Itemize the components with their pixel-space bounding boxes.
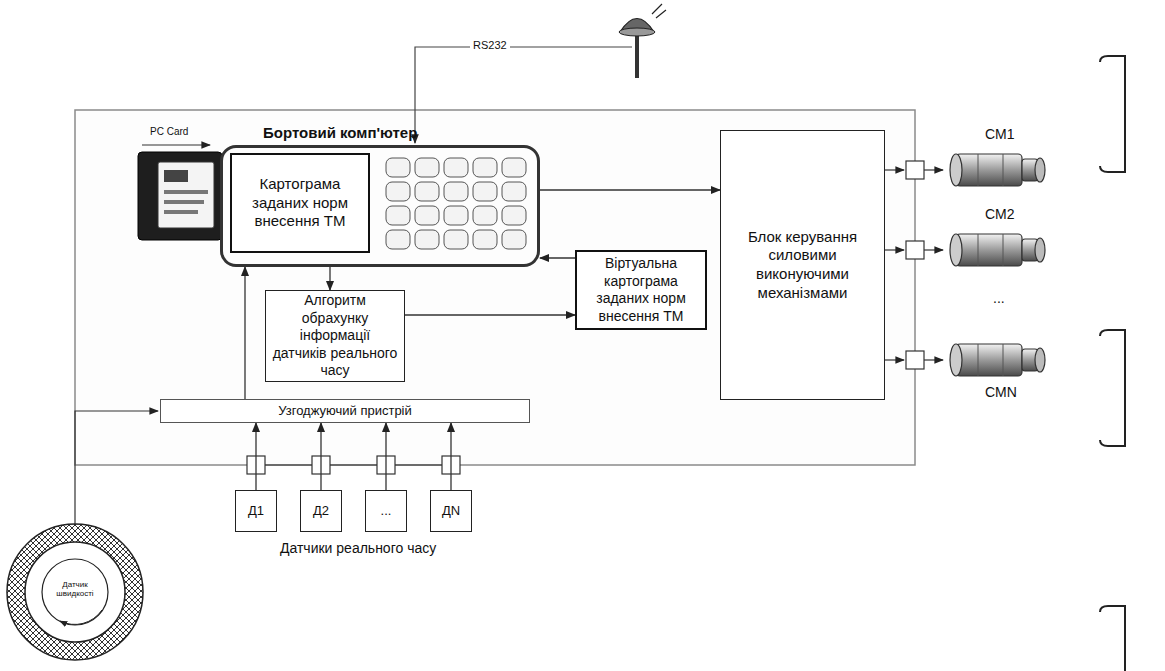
box-label: ... <box>381 503 392 519</box>
speed-sensor-wheel <box>7 524 143 660</box>
connector-arrow <box>405 314 575 315</box>
grid-cell <box>473 230 497 249</box>
grid-cell <box>444 158 468 177</box>
connector-arrow <box>320 423 321 490</box>
computer-cell-grid <box>386 158 526 249</box>
box-title: Бортовий комп'ютер <box>263 124 417 143</box>
grid-cell <box>415 158 439 177</box>
grid-cell <box>386 206 410 225</box>
map-box: Картограма заданих норм внесення ТМ <box>230 153 370 253</box>
actuator-label: CM1 <box>985 126 1015 142</box>
actuator-cmn <box>950 344 1045 376</box>
housing-frame <box>75 110 915 465</box>
actuator-cm1 <box>950 154 1045 186</box>
connector-arrow <box>244 267 245 399</box>
actuator-wires <box>885 161 943 369</box>
grid-cell <box>473 206 497 225</box>
grid-cell <box>444 182 468 201</box>
computer-box: Бортовий комп'ютерКартограма заданих нор… <box>220 145 540 267</box>
box-label: Узгоджуючий пристрій <box>278 403 412 419</box>
interface-squares <box>247 456 460 474</box>
control-unit-box: Блок керування силовими виконуючими меха… <box>720 130 885 400</box>
box-label: Картограма заданих норм внесення ТМ <box>238 175 362 231</box>
grid-cell <box>473 158 497 177</box>
sensor-box: ДN <box>430 490 472 532</box>
side-brackets <box>1100 56 1125 671</box>
sensor-box: ... <box>365 490 407 532</box>
sensor-label: Датчик швидкості <box>47 581 103 599</box>
box-label: Віртуальна картограма заданих норм внесе… <box>583 255 699 325</box>
box-label: ДN <box>442 503 460 519</box>
grid-cell <box>502 206 526 225</box>
sensor-box: Д2 <box>300 490 342 532</box>
grid-cell <box>386 230 410 249</box>
actuator-cm2 <box>950 234 1045 266</box>
actuator-label: CM2 <box>985 206 1015 222</box>
algorithm-box: Алгоритм обрахунку інформації датчиків р… <box>265 290 405 382</box>
bus-label: RS232 <box>470 39 510 51</box>
sensors-caption: Датчики реального часу <box>280 540 436 556</box>
grid-cell <box>386 182 410 201</box>
grid-cell <box>502 158 526 177</box>
box-label: Блок керування силовими виконуючими меха… <box>727 228 878 303</box>
connector-arrow <box>255 423 256 490</box>
rs232-line <box>415 47 632 143</box>
speed-signal-line <box>75 411 158 524</box>
gps-antenna <box>619 4 666 78</box>
card-label: PC Card <box>150 126 188 137</box>
grid-cell <box>386 158 410 177</box>
grid-cell <box>415 206 439 225</box>
connector-arrow <box>540 257 575 258</box>
box-label: Д1 <box>248 503 264 519</box>
connector-arrow <box>450 423 451 490</box>
sensor-box: Д1 <box>235 490 277 532</box>
grid-cell <box>444 230 468 249</box>
grid-cell <box>502 182 526 201</box>
matching-device-bar: Узгоджуючий пристрій <box>160 399 530 423</box>
virtual-map-box: Віртуальна картограма заданих норм внесе… <box>575 250 707 330</box>
box-label: Д2 <box>313 503 329 519</box>
connector-arrow <box>329 267 330 290</box>
grid-cell <box>473 182 497 201</box>
grid-cell <box>502 230 526 249</box>
grid-cell <box>415 182 439 201</box>
grid-cell <box>415 230 439 249</box>
grid-cell <box>444 206 468 225</box>
pc-card <box>138 145 222 240</box>
connector-arrow <box>385 423 386 490</box>
box-label: Алгоритм обрахунку інформації датчиків р… <box>272 292 398 380</box>
actuator-label: CMN <box>985 384 1017 400</box>
ellipsis-label: ... <box>993 290 1005 306</box>
connector-arrow <box>540 189 720 190</box>
